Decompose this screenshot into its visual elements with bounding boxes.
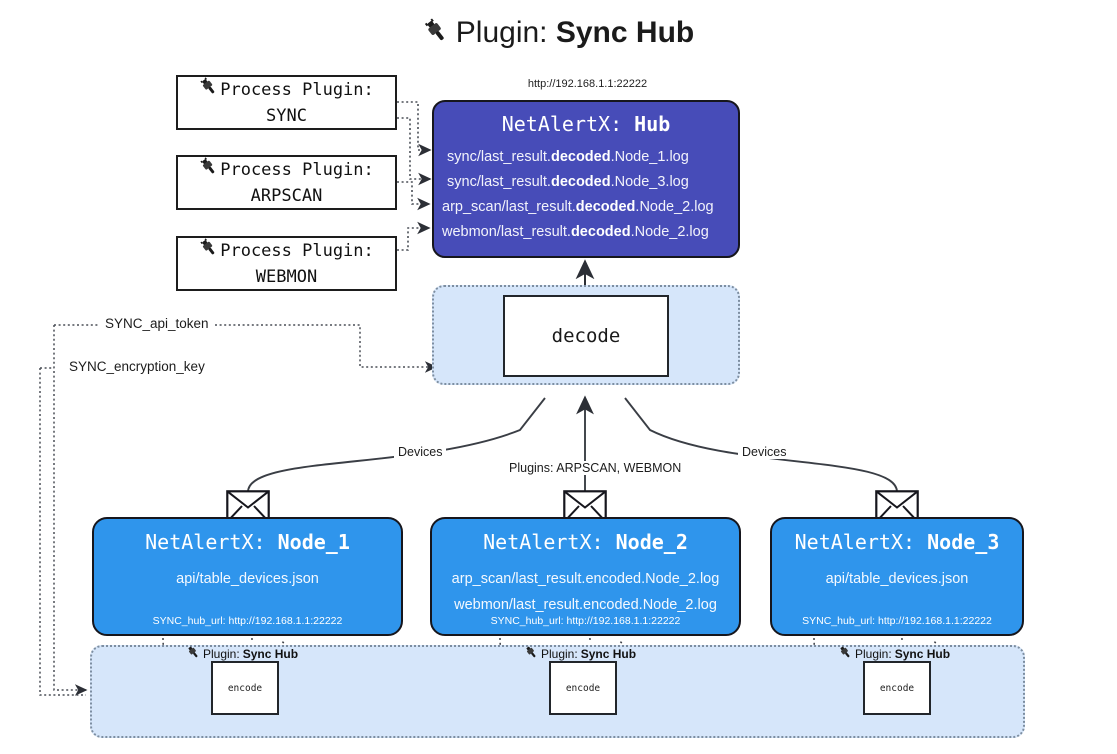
- encode-box[interactable]: encode: [211, 661, 279, 715]
- process-plugin-line2: WEBMON: [255, 267, 318, 287]
- process-plugin-box-sync[interactable]: Process Plugin: SYNC: [176, 75, 397, 130]
- node-line: webmon/last_result.encoded.Node_2.log: [454, 597, 717, 613]
- decode-box[interactable]: decode: [503, 295, 669, 377]
- node-footer: SYNC_hub_url: http://192.168.1.1:22222: [490, 615, 681, 627]
- process-plugin-box-arpscan[interactable]: Process Plugin: ARPSCAN: [176, 155, 397, 210]
- hub-logline: sync/last_result.decoded.Node_1.log: [447, 149, 689, 165]
- encoder-label: Plugin: Sync Hub: [524, 645, 636, 663]
- envelope-icon: [875, 490, 919, 528]
- param-label-encryption-key: SYNC_encryption_key: [64, 359, 210, 374]
- node-box-node-1[interactable]: NetAlertX: Node_1 api/table_devices.json…: [92, 517, 403, 636]
- node-line: api/table_devices.json: [176, 571, 319, 587]
- edge-label-devices-right: Devices: [738, 445, 791, 459]
- process-plugin-line1: Process Plugin:: [220, 241, 374, 262]
- hub-title-prefix: NetAlertX:: [501, 112, 623, 136]
- envelope-icon: [226, 490, 270, 528]
- process-plugin-line2: SYNC: [266, 106, 307, 126]
- plug-icon: [423, 18, 450, 53]
- hub-title-name: Hub: [634, 112, 671, 136]
- plug-icon: [838, 645, 853, 663]
- node-box-node-2[interactable]: NetAlertX: Node_2 arp_scan/last_result.e…: [430, 517, 741, 636]
- node-footer: SYNC_hub_url: http://192.168.1.1:22222: [802, 615, 992, 627]
- node-title: NetAlertX: Node_2: [483, 530, 688, 554]
- encoder-label-prefix: Plugin:: [541, 647, 578, 661]
- hub-logline: sync/last_result.decoded.Node_3.log: [447, 174, 689, 190]
- title-prefix: Plugin:: [455, 16, 548, 49]
- process-plugin-line1: Process Plugin:: [220, 80, 374, 101]
- node-line: arp_scan/last_result.encoded.Node_2.log: [451, 571, 720, 587]
- title-name: Sync Hub: [555, 16, 695, 49]
- edge-label-plugins-center: Plugins: ARPSCAN, WEBMON: [505, 461, 686, 475]
- plug-icon: [186, 645, 201, 663]
- node-box-node-3[interactable]: NetAlertX: Node_3 api/table_devices.json…: [770, 517, 1024, 636]
- hub-box[interactable]: NetAlertX: Hub sync/last_result.decoded.…: [432, 100, 740, 258]
- encoder-label: Plugin: Sync Hub: [838, 645, 950, 663]
- edge-label-devices-left: Devices: [394, 445, 447, 459]
- plug-icon: [524, 645, 539, 663]
- hub-url-label: http://192.168.1.1:22222: [527, 78, 648, 90]
- hub-logline: arp_scan/last_result.decoded.Node_2.log: [442, 199, 714, 215]
- node-footer: SYNC_hub_url: http://192.168.1.1:22222: [152, 615, 343, 627]
- page-title: Plugin: Sync Hub: [0, 16, 1117, 53]
- node-title: NetAlertX: Node_3: [794, 530, 1000, 554]
- encode-box[interactable]: encode: [549, 661, 617, 715]
- encoder-label-name: Sync Hub: [894, 647, 951, 661]
- encoder-label-name: Sync Hub: [242, 647, 299, 661]
- encoder-label-prefix: Plugin:: [203, 647, 240, 661]
- process-plugin-line1: Process Plugin:: [220, 160, 374, 181]
- node-title: NetAlertX: Node_1: [145, 530, 350, 554]
- plug-icon: [199, 238, 219, 265]
- encoder-label: Plugin: Sync Hub: [186, 645, 298, 663]
- encoder-label-prefix: Plugin:: [855, 647, 892, 661]
- hub-logline: webmon/last_result.decoded.Node_2.log: [442, 224, 709, 240]
- process-plugin-box-webmon[interactable]: Process Plugin: WEBMON: [176, 236, 397, 291]
- encoder-label-name: Sync Hub: [580, 647, 637, 661]
- node-line: api/table_devices.json: [825, 571, 969, 587]
- param-label-api-token: SYNC_api_token: [100, 316, 214, 331]
- plug-icon: [199, 157, 219, 184]
- plug-icon: [199, 77, 219, 104]
- encode-box[interactable]: encode: [863, 661, 931, 715]
- process-plugin-line2: ARPSCAN: [250, 186, 323, 206]
- hub-title: NetAlertX: Hub: [434, 112, 738, 136]
